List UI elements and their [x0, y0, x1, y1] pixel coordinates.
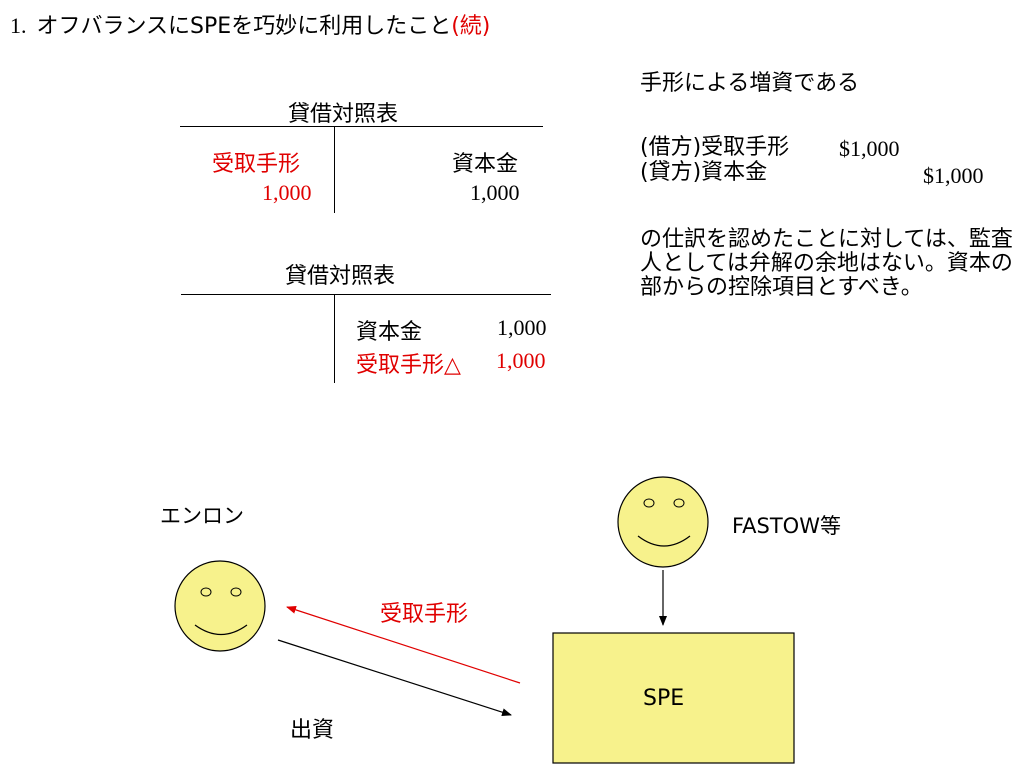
journal-entry-debit-amount: $1,000: [839, 136, 900, 161]
balance-sheet-1-title: 貸借対照表: [288, 102, 399, 127]
balance-sheet-2-note-deduction-value: 1,000: [496, 348, 546, 373]
balance-sheet-1-credit-value: 1,000: [470, 180, 520, 205]
balance-sheet-1-debit-value: 1,000: [262, 180, 312, 205]
balance-sheet-2-title: 貸借対照表: [285, 264, 396, 289]
title-suffix: (続): [451, 14, 491, 39]
enron-smiley-icon: [174, 560, 266, 652]
balance-sheet-2-note-deduction-label: 受取手形△: [356, 353, 461, 378]
balance-sheet-1-vertical-rule: [334, 127, 335, 213]
investment-arrow: [277, 639, 512, 717]
balance-sheet-1-horizontal-rule: [180, 126, 543, 127]
note-receivable-label: 受取手形: [380, 602, 469, 627]
note-receivable-arrow: [286, 605, 521, 684]
title-number: 1.: [10, 13, 27, 38]
journal-entry-credit-amount: $1,000: [923, 163, 984, 188]
balance-sheet-2-capital-label: 資本金: [356, 320, 423, 345]
balance-sheet-2-horizontal-rule: [181, 294, 551, 295]
spe-label: SPE: [643, 686, 685, 711]
enron-label: エンロン: [160, 504, 244, 528]
balance-sheet-1-debit-label: 受取手形: [212, 152, 301, 177]
balance-sheet-2-vertical-rule: [334, 295, 335, 383]
slide-title: 1. オフバランスにSPEを巧妙に利用したこと(続): [10, 12, 490, 41]
journal-entry-credit-label: (貸方)資本金: [640, 160, 768, 185]
explanation-note: の仕訳を認めたことに対しては、監査人としては弁解の余地はない。資本の部からの控除…: [640, 227, 1013, 300]
fastow-label: FASTOW等: [732, 514, 841, 538]
title-main: オフバランスにSPEを巧妙に利用したこと: [36, 14, 452, 39]
spe-box: [552, 632, 795, 764]
journal-entry-debit-label: (借方)受取手形: [640, 135, 790, 160]
balance-sheet-1-credit-label: 資本金: [452, 152, 519, 177]
fastow-smiley-icon: [617, 476, 709, 568]
investment-label: 出資: [290, 718, 335, 743]
explanation-heading: 手形による増資である: [640, 71, 860, 96]
balance-sheet-2-capital-value: 1,000: [497, 315, 547, 340]
